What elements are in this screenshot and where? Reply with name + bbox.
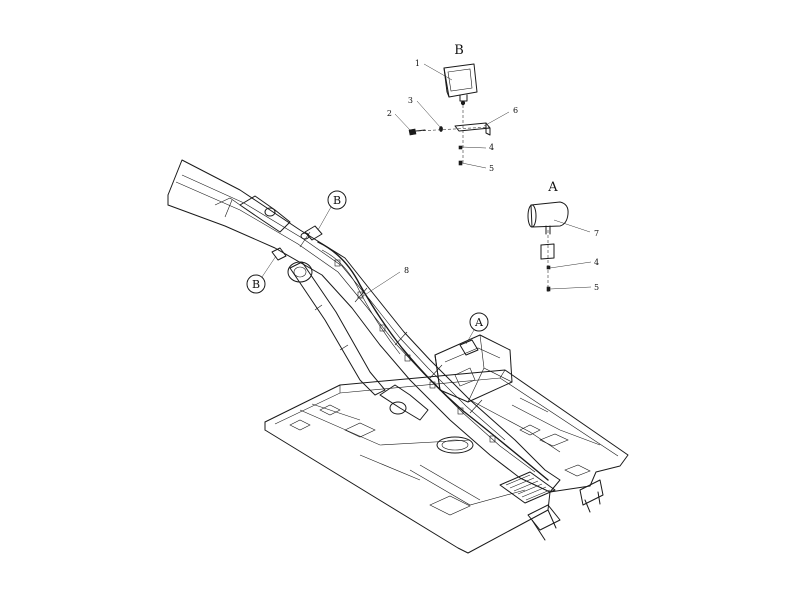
part-5-a-label: 5 <box>594 283 599 292</box>
washer-4-b-icon <box>458 145 463 150</box>
lamp-a-icon <box>527 201 569 235</box>
part-4-b-label: 4 <box>489 143 494 152</box>
bracket-b-icon <box>454 122 491 136</box>
part-3-label: 3 <box>408 96 413 105</box>
wiring-harness <box>317 241 549 481</box>
part-6-label: 6 <box>513 106 518 115</box>
callout-b-lower-label: B <box>252 278 260 291</box>
detail-view-a: A 7 4 5 <box>527 180 599 292</box>
vent-grille <box>499 471 556 504</box>
boom-lamp-mount <box>271 225 323 261</box>
detail-a-title: A <box>547 180 558 195</box>
cab-lamp-mount <box>459 339 479 356</box>
part-7-label: 7 <box>594 229 599 238</box>
callout-a-label: A <box>474 316 484 329</box>
detail-view-b: B 1 3 2 <box>387 43 518 173</box>
callout-b-lower: B <box>246 255 277 294</box>
machine-assembly: 8 <box>167 159 629 554</box>
nut-5-b-icon <box>458 160 463 166</box>
lamp-b-icon <box>443 63 478 106</box>
callout-b-upper-label: B <box>333 194 341 207</box>
detail-b-title: B <box>454 43 464 58</box>
washer-4-a-icon <box>546 265 551 270</box>
part-8-label: 8 <box>404 266 409 275</box>
upper-frame <box>264 369 629 554</box>
part-2-label: 2 <box>387 109 392 118</box>
nut-5-a-icon <box>546 286 551 292</box>
part-5-b-label: 5 <box>489 164 494 173</box>
callout-a: A <box>465 312 489 345</box>
clamp-a-icon <box>540 243 555 260</box>
cab-block <box>434 334 513 403</box>
boom-cylinder <box>287 261 386 396</box>
washer-b-icon <box>439 126 443 132</box>
callout-b-upper: B <box>317 190 347 231</box>
part-4-a-label: 4 <box>594 258 599 267</box>
bolt-b-icon <box>408 128 426 136</box>
part-1-label: 1 <box>415 59 420 68</box>
